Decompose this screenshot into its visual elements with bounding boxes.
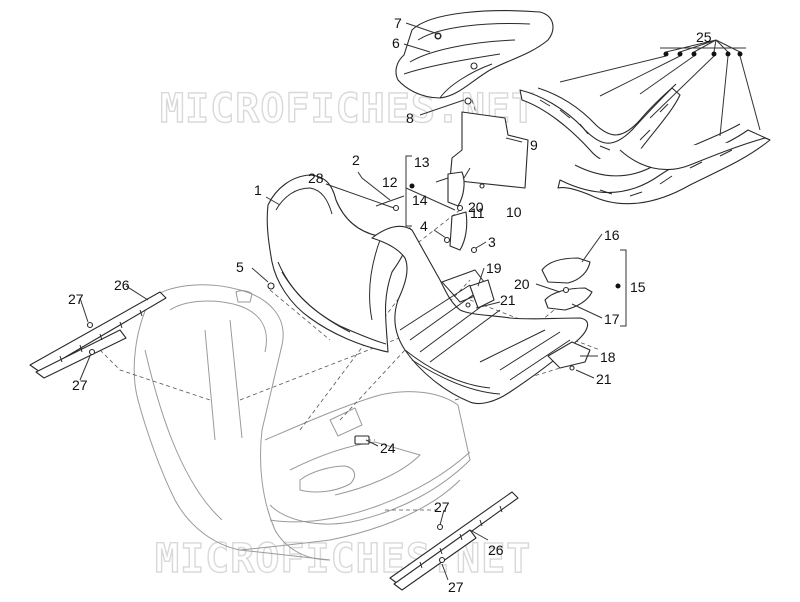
small-cover-17 xyxy=(544,287,593,311)
callout-14: 14 xyxy=(412,192,428,208)
callout-12: 12 xyxy=(382,174,398,190)
callout-9: 9 xyxy=(530,137,538,153)
front-mudguard-piece xyxy=(395,10,554,99)
callout-1: 1 xyxy=(254,182,262,198)
watermark-bottom: MICROFICHES.NET xyxy=(155,536,531,582)
footboard-floor xyxy=(371,225,589,405)
callout-24: 26 xyxy=(488,542,504,558)
callout-23: 25 xyxy=(696,29,712,45)
scooter-frame xyxy=(133,284,471,561)
callout-dots-23 xyxy=(663,51,743,57)
callout-18: 18 xyxy=(600,349,616,365)
small-cover-16 xyxy=(541,257,591,284)
callout-25: 26 xyxy=(114,277,130,293)
leg-shield-left xyxy=(266,174,411,353)
footboard-strip-set xyxy=(519,83,771,205)
callout-11: 11 xyxy=(470,205,485,221)
callout-26a: 27 xyxy=(68,291,84,307)
callout-28: 28 xyxy=(308,170,324,186)
callout-15: 15 xyxy=(630,279,646,295)
callout-7: 7 xyxy=(394,15,402,31)
callout-21b: 21 xyxy=(596,371,612,387)
callout-brackets xyxy=(405,47,746,327)
fastener-set xyxy=(86,32,575,564)
callout-26b: 27 xyxy=(434,499,450,515)
side-rail-bottom xyxy=(389,491,519,591)
side-rail-left xyxy=(29,291,167,379)
callout-8: 8 xyxy=(406,110,414,126)
callout-labels: 7 6 8 9 13 12 2 28 1 14 20 11 10 3 4 19 … xyxy=(68,15,712,595)
callout-19: 19 xyxy=(486,260,502,276)
leader-lines xyxy=(79,22,761,581)
callout-10: 10 xyxy=(506,204,522,220)
callout-3: 3 xyxy=(488,234,496,250)
side-bracket-assembly xyxy=(447,171,468,251)
watermark-top: MICROFICHES.NET xyxy=(160,86,536,132)
callout-21a: 21 xyxy=(500,292,516,308)
callout-17: 17 xyxy=(604,311,620,327)
callout-16: 16 xyxy=(604,227,620,243)
callout-20b: 20 xyxy=(514,276,530,292)
callout-2: 2 xyxy=(352,152,360,168)
callout-5: 5 xyxy=(236,259,244,275)
callout-20a: 20 xyxy=(468,199,484,215)
clip-22 xyxy=(354,435,370,445)
callout-22: 24 xyxy=(380,440,396,456)
callout-27a: 27 xyxy=(72,377,88,393)
callout-6: 6 xyxy=(392,35,400,51)
callout-27b: 27 xyxy=(448,579,464,595)
callout-13: 13 xyxy=(414,154,430,170)
callout-4: 4 xyxy=(420,218,428,234)
